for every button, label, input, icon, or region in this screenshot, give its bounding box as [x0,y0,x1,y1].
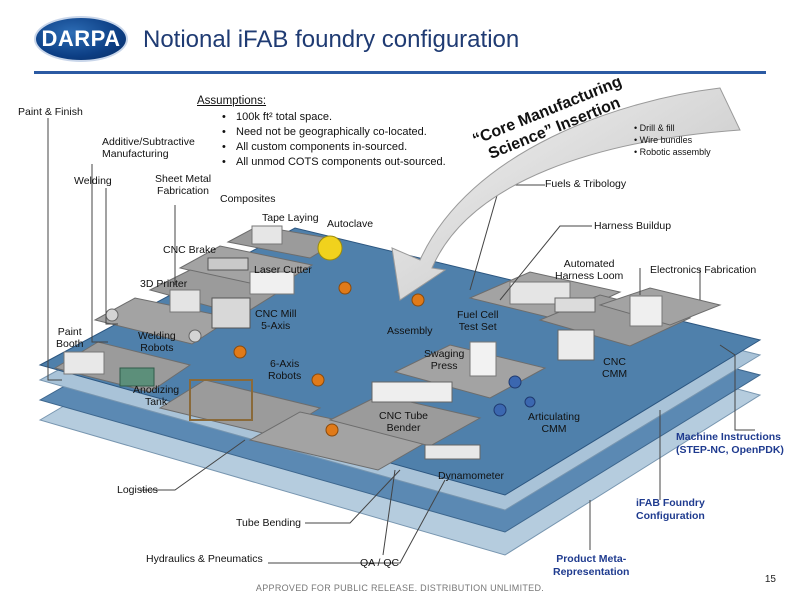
label-harness-buildup: Harness Buildup [594,220,672,232]
anodizing-tank-equipment [119,367,155,387]
label-tape-laying: Tape Laying [262,212,319,224]
release-notice: APPROVED FOR PUBLIC RELEASE. DISTRIBUTIO… [255,583,545,593]
label-dynamometer: Dynamometer [438,470,504,482]
harness-loom-equipment [554,297,596,313]
tape-laying-equipment [251,225,283,245]
label-paint-finish: Paint & Finish [18,106,83,118]
dynamometer-equipment [424,444,481,460]
laser-cutter-equipment [249,271,295,295]
header-rule [34,71,766,74]
label-3d-printer: 3D Printer [140,278,188,290]
cnc-tube-bender-equipment [371,381,453,403]
assumptions-list: 100k ft² total space. Need not be geogra… [222,110,446,170]
list-item: All custom components in-sourced. [222,140,446,155]
paint-booth-equipment [63,351,105,375]
page-number: 15 [764,574,776,585]
label-laser-cutter: Laser Cutter [254,264,312,276]
cnc-cmm-equipment [557,329,595,361]
label-autoclave: Autoclave [327,218,374,230]
list-item: • Drill & fill [634,123,675,133]
core-items-list: • Drill & fill • Wire bundles • Robotic … [634,122,711,158]
list-item: • Robotic assembly [634,147,711,157]
label-logistics: Logistics [117,484,158,496]
label-assembly: Assembly [387,325,433,337]
label-machine-instructions: Machine Instructions(STEP-NC, OpenPDK) [676,431,784,456]
swaging-press-equipment [469,341,497,377]
core-insertion-arrow [391,87,741,301]
label-product-meta: Product Meta-Representation [553,553,630,578]
label-tube-bending: Tube Bending [236,517,301,529]
label-composites: Composites [220,193,276,205]
electronics-equipment [629,295,663,327]
label-cnc-brake: CNC Brake [163,244,217,256]
robot-icons [233,281,425,437]
list-item: 100k ft² total space. [222,110,446,125]
label-hydraulics: Hydraulics & Pneumatics [146,553,263,565]
list-item: Need not be geographically co-located. [222,125,446,140]
label-welding: Welding [74,175,112,187]
label-qa-qc: QA / QC [360,557,400,569]
page-title: Notional iFAB foundry configuration [143,26,520,53]
welding-robot-icons [105,308,202,343]
autoclave-equipment [317,235,343,261]
cnc-brake-equipment [207,257,249,271]
label-electronics: Electronics Fabrication [650,264,757,276]
pad-qa [328,394,482,447]
articulating-cmm-icons [493,375,536,417]
printer-3d-equipment [169,289,201,313]
list-item: • Wire bundles [634,135,693,145]
list-item: All unmod COTS components out-sourced. [222,155,446,170]
assumptions-heading: Assumptions: [197,95,267,107]
rack-equipment [189,379,253,421]
label-fuels-tribology: Fuels & Tribology [545,178,627,190]
logo-text: DARPA [41,26,121,51]
cnc-mill-equipment [211,297,251,329]
darpa-logo: DARPA [34,16,128,62]
